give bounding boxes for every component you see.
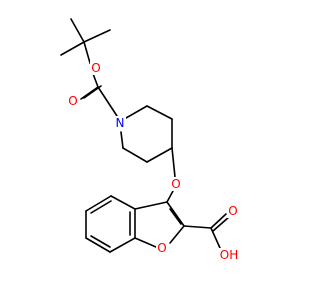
bond xyxy=(80,86,99,100)
atom-o-acid-carbonyl: O xyxy=(228,204,237,218)
bond xyxy=(166,190,174,203)
bond xyxy=(120,131,124,149)
atom-oh-acid: OH xyxy=(220,248,238,262)
tert-butyl-group xyxy=(60,18,111,64)
piperidine-ring xyxy=(120,105,173,163)
heteroatom-labels: O O N O O O OH xyxy=(67,61,241,262)
bond xyxy=(134,237,157,248)
bond xyxy=(110,195,136,210)
carboxylic-acid xyxy=(183,213,230,249)
bond xyxy=(90,200,112,214)
furan-ring xyxy=(134,201,185,248)
bond xyxy=(83,29,111,43)
bond xyxy=(183,225,212,229)
bond xyxy=(210,213,227,229)
bond xyxy=(210,227,221,249)
bond xyxy=(169,225,185,244)
bond xyxy=(97,86,118,117)
bond xyxy=(83,41,91,64)
bond xyxy=(146,105,173,120)
bond xyxy=(109,237,136,253)
structure-diagram: O O N O O O OH xyxy=(60,18,241,262)
bond xyxy=(134,201,168,210)
ether-linkage xyxy=(166,147,176,203)
bond xyxy=(70,18,85,43)
benzene-ring xyxy=(85,195,136,253)
atom-o-carbamate-ether: O xyxy=(91,61,100,75)
bond xyxy=(125,105,148,119)
boc-carbamate xyxy=(80,70,118,117)
molecule-drawing: O O N O O O OH xyxy=(60,18,241,262)
bond xyxy=(146,147,173,163)
atom-n-piperidine: N xyxy=(116,116,125,130)
atom-o-ether: O xyxy=(171,177,180,191)
bond xyxy=(171,147,176,178)
bond xyxy=(90,235,111,248)
atom-o-carbamate-carbonyl: O xyxy=(68,94,77,108)
bond xyxy=(85,195,112,212)
bond xyxy=(212,216,230,232)
bond xyxy=(166,201,185,227)
bond xyxy=(169,208,182,225)
bond xyxy=(60,41,85,56)
bond xyxy=(85,237,111,253)
atom-o-furan: O xyxy=(157,241,166,255)
bond xyxy=(122,147,148,163)
